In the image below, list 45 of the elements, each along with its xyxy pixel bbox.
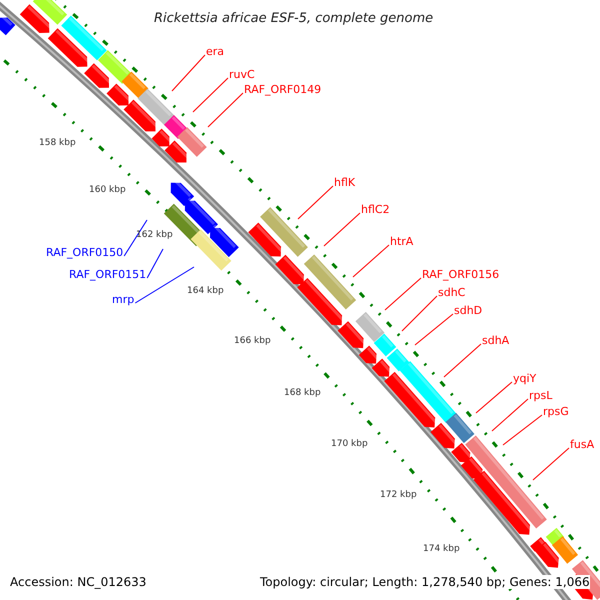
info-text: Accession: NC_012633 <box>10 575 146 589</box>
scale-label: 174 kbp <box>423 544 460 555</box>
leader-line <box>298 186 334 220</box>
leader-line <box>492 398 528 432</box>
gene-label: mrp <box>112 293 134 306</box>
gene-label: sdhD <box>454 304 482 317</box>
leader-line <box>532 448 570 480</box>
scale-label: 168 kbp <box>284 388 321 399</box>
gene-label: RAF_ORF0151 <box>69 268 146 281</box>
gene-label: RAF_ORF0149 <box>244 83 322 96</box>
gene-label: hflC2 <box>361 203 390 216</box>
gene-label: htrA <box>390 235 414 248</box>
leader-line <box>352 244 390 278</box>
scale-label: 172 kbp <box>380 490 417 501</box>
leader-line <box>502 414 542 446</box>
scale-label: 158 kbp <box>39 138 76 149</box>
leader-line <box>324 212 360 246</box>
leader-line <box>402 296 438 332</box>
title: Rickettsia africae ESF-5, complete genome <box>154 10 434 28</box>
leader-line <box>414 314 454 346</box>
leader-line <box>208 92 244 128</box>
leader-line <box>476 382 512 414</box>
leader-line <box>124 220 148 256</box>
scale-label: 162 kbp <box>136 230 173 241</box>
gene-label: rpsG <box>543 405 569 418</box>
gene-label: era <box>206 45 224 58</box>
scale-label: 164 kbp <box>187 286 224 297</box>
leader-line <box>146 248 164 278</box>
gene-label: yqiY <box>513 372 536 385</box>
leader-line <box>444 344 482 378</box>
scale-label: 170 kbp <box>331 439 368 450</box>
gene-label: RAF_ORF0150 <box>46 246 124 259</box>
gene-label: RAF_ORF0156 <box>422 268 500 281</box>
leader-line <box>384 278 422 310</box>
leader-line <box>192 78 228 112</box>
scale-label: 160 kbp <box>89 185 126 196</box>
leader-line <box>134 266 194 304</box>
gene-label: sdhC <box>438 286 466 299</box>
gene-label: fusA <box>570 438 594 451</box>
gene-label: ruvC <box>229 68 255 81</box>
gene-label: hflK <box>334 176 356 189</box>
gene-label: sdhA <box>482 334 510 347</box>
leader-line <box>172 54 206 92</box>
scale-label: 166 kbp <box>234 336 271 347</box>
gene-label: rpsL <box>529 389 552 402</box>
